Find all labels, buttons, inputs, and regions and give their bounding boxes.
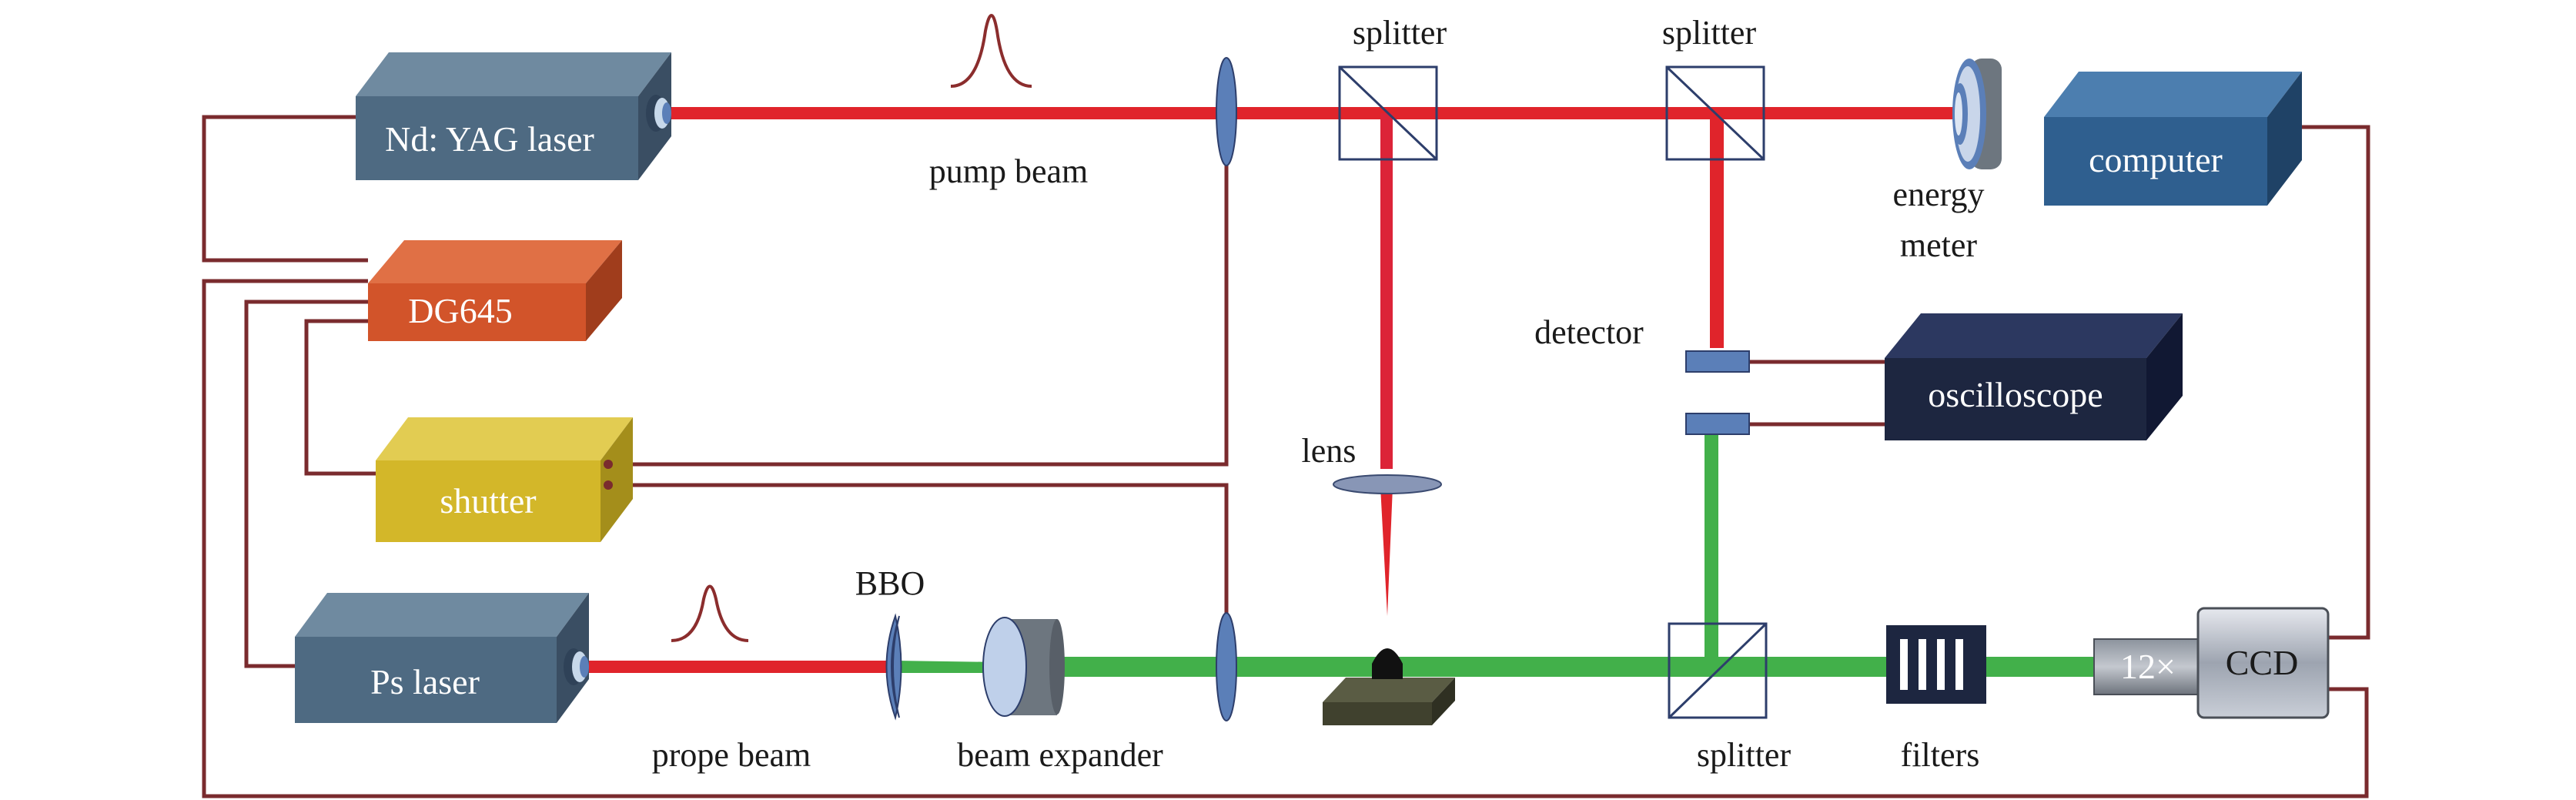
- wire-ndyag-dg645: [202, 115, 368, 263]
- pump-beam-label: pump beam: [928, 152, 1089, 190]
- focusing-lens-icon: [1333, 474, 1442, 494]
- control-wires: [202, 115, 2370, 798]
- detector-1-icon: [1685, 350, 1750, 373]
- splitter-label-1: splitter: [1352, 14, 1447, 52]
- splitter-icon-3: [1668, 622, 1768, 719]
- pump-beam-path: [668, 107, 1959, 616]
- lens-label: lens: [1301, 432, 1357, 470]
- shutter-box: [376, 417, 633, 542]
- splitter-icon-1: [1338, 65, 1438, 161]
- bbo-label: BBO: [855, 564, 925, 602]
- energy-meter-icon: [1952, 59, 2002, 169]
- probe-pulse-icon: [671, 584, 749, 642]
- wire-dg645-ccd: [202, 279, 2369, 798]
- wire-dg645-pslaser: [244, 300, 368, 668]
- shutter-label: shutter: [440, 481, 537, 521]
- computer-label: computer: [2089, 140, 2223, 179]
- beam-expander-icon: [982, 617, 1065, 717]
- pump-beam-main: [668, 107, 1959, 119]
- prope-beam-label: prope beam: [651, 736, 811, 774]
- oscilloscope-label: oscilloscope: [1928, 375, 2103, 414]
- wire-dg645-shutter: [304, 319, 376, 476]
- pump-beam-focus: [1380, 487, 1393, 616]
- pump-beam-down-detector: [1710, 113, 1724, 348]
- probe-lens-icon: [1216, 612, 1237, 721]
- wire-computer-ccd: [2302, 125, 2370, 640]
- pump-lens-icon: [1216, 57, 1237, 166]
- sample-stage-icon: [1323, 648, 1455, 725]
- ndyag-laser-box: [356, 52, 671, 180]
- meter-label: meter: [1899, 226, 1978, 264]
- wire-shutter-pump-lens: [608, 135, 1229, 467]
- detector-2-icon: [1685, 413, 1750, 435]
- bbo-crystal-icon: [885, 613, 902, 721]
- wire-shutter-probe-lens: [608, 483, 1229, 620]
- objective-12x-label: 12×: [2120, 647, 2176, 686]
- filters-icon: [1886, 625, 1986, 704]
- probe-beam-red: [589, 661, 895, 673]
- splitter-icon-2: [1665, 65, 1765, 161]
- pump-pulse-icon: [950, 14, 1032, 88]
- ps-laser-label: Ps laser: [370, 662, 480, 701]
- filters-label: filters: [1900, 736, 1980, 774]
- ps-laser-box: [295, 593, 589, 723]
- dg645-box: [368, 240, 622, 341]
- splitter-label-3: splitter: [1696, 736, 1791, 774]
- dg645-label: DG645: [408, 291, 513, 330]
- objective-12x-icon: [2093, 638, 2201, 695]
- beam-expander-label: beam expander: [957, 736, 1163, 774]
- computer-box: [2044, 72, 2302, 206]
- oscilloscope-box: [1885, 313, 2183, 440]
- detector-label: detector: [1534, 313, 1644, 351]
- ndyag-laser-label: Nd: YAG laser: [385, 119, 594, 159]
- probe-beam-up: [1705, 433, 1718, 668]
- energy-label: energy: [1892, 176, 1985, 213]
- ccd-camera-icon: [2196, 607, 2330, 719]
- pump-beam-down-lens: [1380, 113, 1393, 469]
- splitter-label-2: splitter: [1661, 14, 1757, 52]
- ccd-label: CCD: [2225, 643, 2299, 682]
- probe-beam-bbo-green: [895, 661, 1001, 673]
